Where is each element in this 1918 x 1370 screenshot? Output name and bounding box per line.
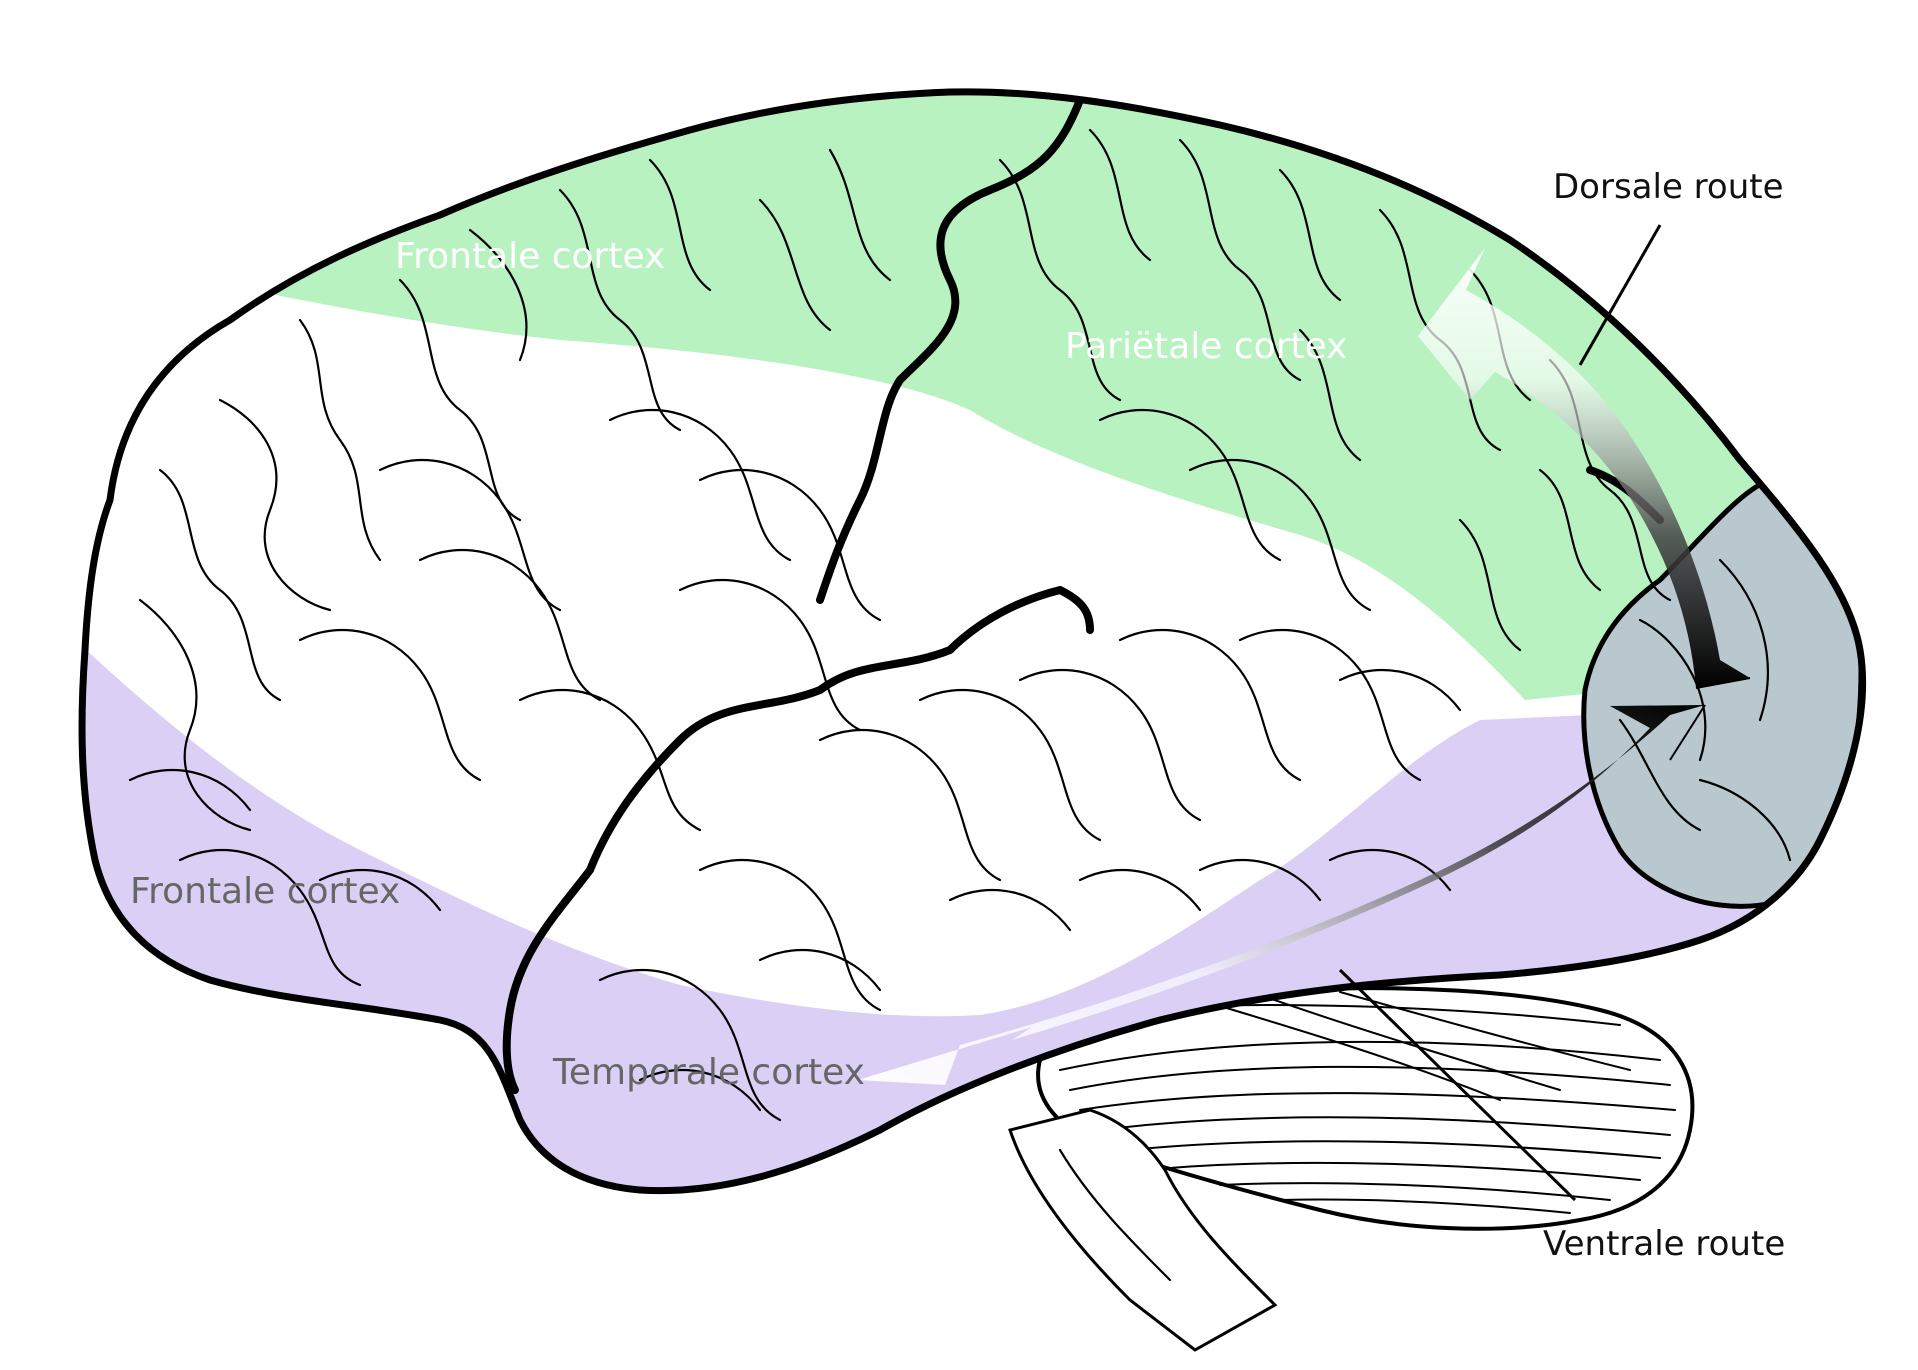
label-temporal: Temporale cortex [552,1052,865,1093]
label-ventral-route: Ventrale route [1543,1224,1785,1264]
label-parietal: Pariëtale cortex [1065,326,1347,367]
label-frontal-upper: Frontale cortex [395,236,665,277]
label-dorsal-route: Dorsale route [1553,167,1784,207]
label-frontal-lower: Frontale cortex [130,871,400,912]
